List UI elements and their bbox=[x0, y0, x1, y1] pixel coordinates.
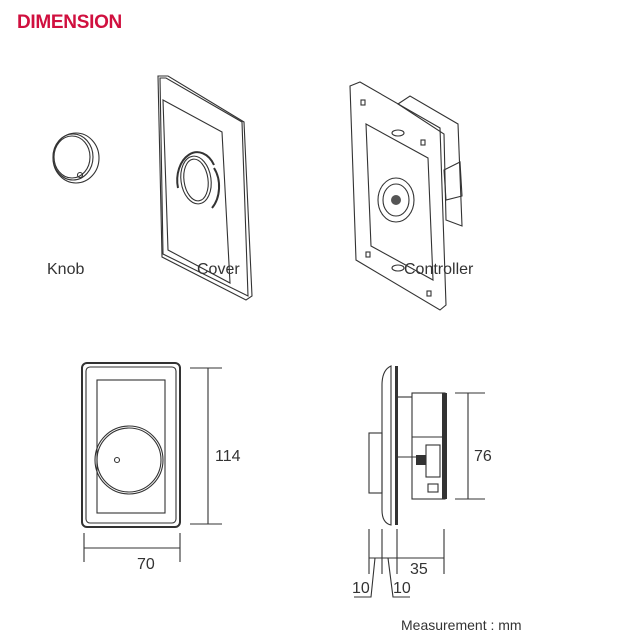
front-height-label: 114 bbox=[215, 448, 241, 465]
side-plate-depth-label: 10 bbox=[393, 580, 411, 597]
controller-label: Controller bbox=[404, 261, 474, 278]
knob-label: Knob bbox=[47, 261, 85, 278]
front-view-drawing bbox=[81, 362, 222, 562]
side-knob-depth-label: 10 bbox=[352, 580, 370, 597]
cover-label: Cover bbox=[197, 261, 240, 278]
knob-illustration bbox=[52, 132, 100, 184]
controller-illustration bbox=[349, 81, 463, 311]
section-title: DIMENSION bbox=[17, 12, 122, 33]
side-height-label: 76 bbox=[474, 448, 492, 465]
unit-note: Measurement : mm bbox=[401, 617, 522, 633]
side-view-drawing bbox=[354, 365, 485, 598]
side-body-depth-label: 35 bbox=[410, 561, 428, 578]
cover-illustration bbox=[157, 75, 253, 301]
front-width-label: 70 bbox=[137, 556, 155, 573]
